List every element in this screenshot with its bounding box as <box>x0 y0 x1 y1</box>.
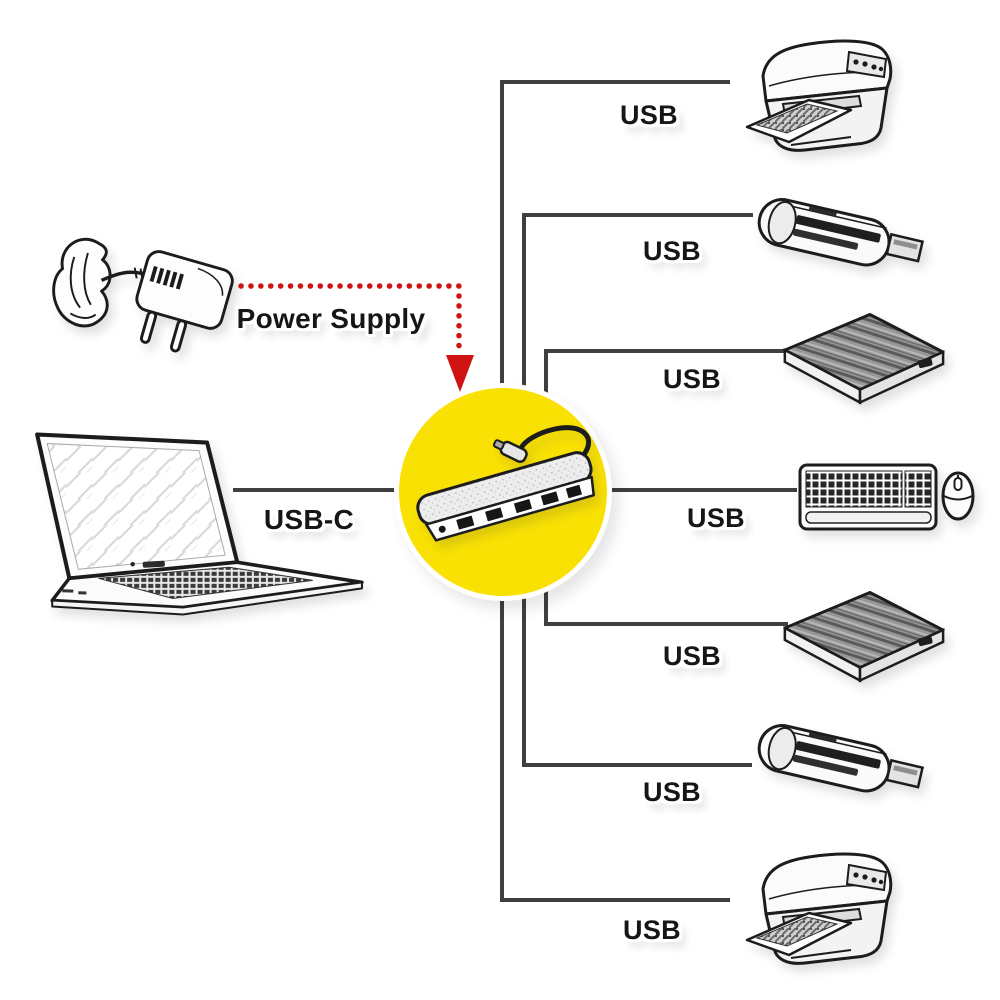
external-hard-drive-device-top <box>769 297 953 415</box>
usb-label-3: USB <box>663 364 721 394</box>
usb-line-7 <box>500 490 730 902</box>
usb-c-label: USB-C <box>263 504 355 535</box>
keyboard-mouse-icon <box>796 449 978 543</box>
printer-device-bottom <box>733 837 909 983</box>
usb-label-7: USB <box>623 915 681 945</box>
power-adapter-icon <box>45 218 240 368</box>
card-reader-device-bottom <box>747 707 933 823</box>
power-arrow-icon <box>446 355 474 392</box>
usb-label-2: USB <box>643 236 701 266</box>
usb-label-4: USB <box>687 503 745 533</box>
keyboard-and-mouse-device <box>796 449 978 543</box>
power-supply-dotted-line <box>238 283 462 353</box>
printer-device-top <box>733 24 909 170</box>
power-supply-label: Power Supply <box>236 303 426 334</box>
usb-label-1: USB <box>620 100 678 130</box>
card-reader-icon <box>747 707 933 823</box>
usb-c-hub-icon <box>409 421 607 545</box>
usb-label-5: USB <box>663 641 721 671</box>
power-adapter-device <box>45 218 240 368</box>
usb-label-6: USB <box>643 777 701 807</box>
printer-icon <box>733 24 909 170</box>
usb-c-hub-device <box>409 421 607 545</box>
external-hard-drive-device-bottom <box>769 575 953 693</box>
external-hard-drive-icon <box>769 575 953 693</box>
printer-icon <box>733 837 909 983</box>
external-hard-drive-icon <box>769 297 953 415</box>
card-reader-device-top <box>747 181 933 297</box>
usb-line-1 <box>500 80 730 500</box>
card-reader-icon <box>747 181 933 297</box>
